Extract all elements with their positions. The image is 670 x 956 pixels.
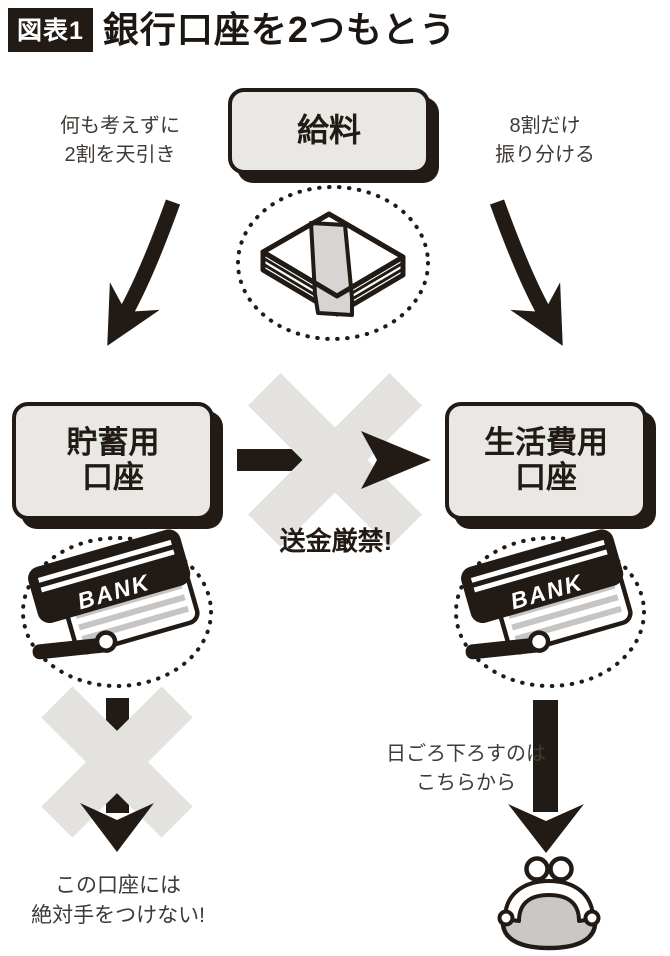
- living-box-label-line2: 口座: [515, 460, 577, 495]
- living-expenses-box: 生活費用 口座: [445, 402, 647, 520]
- living-box-label-line1: 生活費用: [484, 425, 608, 461]
- prohibition-cross-savings: [41, 686, 193, 838]
- prohibition-cross-transfer: [248, 373, 422, 547]
- title-bar: 図表1 銀行口座を2つもとう: [8, 8, 456, 52]
- curved-arrow-right: [489, 199, 563, 346]
- coin-purse-icon: [497, 856, 601, 951]
- figure-title: 銀行口座を2つもとう: [102, 9, 457, 51]
- note-allocate-80-percent: 8割だけ 振り分ける: [495, 115, 595, 166]
- down-arrow-right-shaft: [533, 700, 558, 812]
- dotted-circle-living: [454, 536, 646, 688]
- money-stack-icon: [260, 211, 406, 317]
- transfer-arrow-head: [361, 431, 431, 489]
- bank-passbook-icon-savings: BANK: [28, 529, 200, 660]
- note-deduct-20-percent: 何も考えずに 2割を天引き: [60, 115, 180, 166]
- dotted-circle-savings: [21, 536, 213, 688]
- note-withdraw-from-here: 日ごろ下ろすのは こちらから: [386, 743, 546, 794]
- figure-badge: 図表1: [8, 8, 93, 52]
- savings-box-label-line1: 貯蓄用: [66, 425, 160, 461]
- down-arrow-left-head: [80, 803, 154, 852]
- note-never-touch-account: この口座には 絶対手をつけない!: [31, 874, 205, 928]
- bank-passbook-icon-living: BANK: [461, 529, 633, 660]
- dotted-circle-salary: [236, 185, 430, 341]
- no-transfer-caption: 送金厳禁!: [279, 526, 393, 556]
- down-arrow-right-head: [508, 804, 584, 853]
- salary-box-label: 給料: [296, 112, 361, 149]
- curved-arrow-left: [107, 199, 181, 346]
- savings-account-box: 貯蓄用 口座: [12, 402, 214, 520]
- salary-box: 給料: [228, 88, 430, 174]
- savings-box-label-line2: 口座: [82, 460, 144, 495]
